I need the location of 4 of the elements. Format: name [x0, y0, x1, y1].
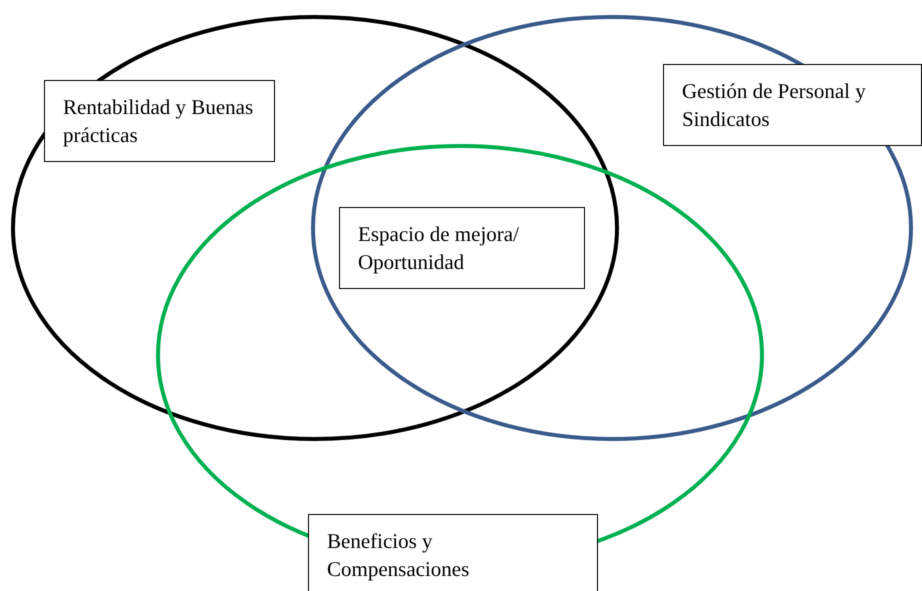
text-box: Rentabilidad y Buenas prácticas — [44, 80, 275, 162]
text-box: Beneficios y Compensaciones — [308, 514, 598, 591]
text-box: Gestión de Personal y Sindicatos — [663, 64, 922, 146]
text-box: Espacio de mejora/ Oportunidad — [339, 207, 585, 289]
